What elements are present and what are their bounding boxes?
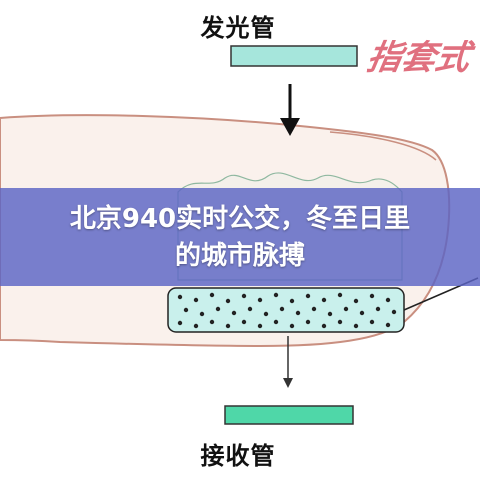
light-arrow-icon [280,84,300,136]
transmitted-light-arrow-icon [283,336,293,388]
vessel-dots [177,292,397,329]
emitter-tube [230,45,358,67]
blood-vessel-band [167,287,405,333]
receiver-label: 接收管 [200,442,276,470]
banner-title-line-1: 北京940实时公交，冬至日里 [69,204,411,234]
title-banner [0,188,480,286]
brand-watermark: 指套式 [363,38,473,78]
emitter-label: 发光管 [200,14,276,42]
nail-line [329,131,437,161]
banner-title[interactable]: 北京940实时公交，冬至日里 的城市脉搏 [0,201,480,275]
banner-title-line-2: 的城市脉搏 [174,241,305,271]
receiver-tube [224,405,354,425]
